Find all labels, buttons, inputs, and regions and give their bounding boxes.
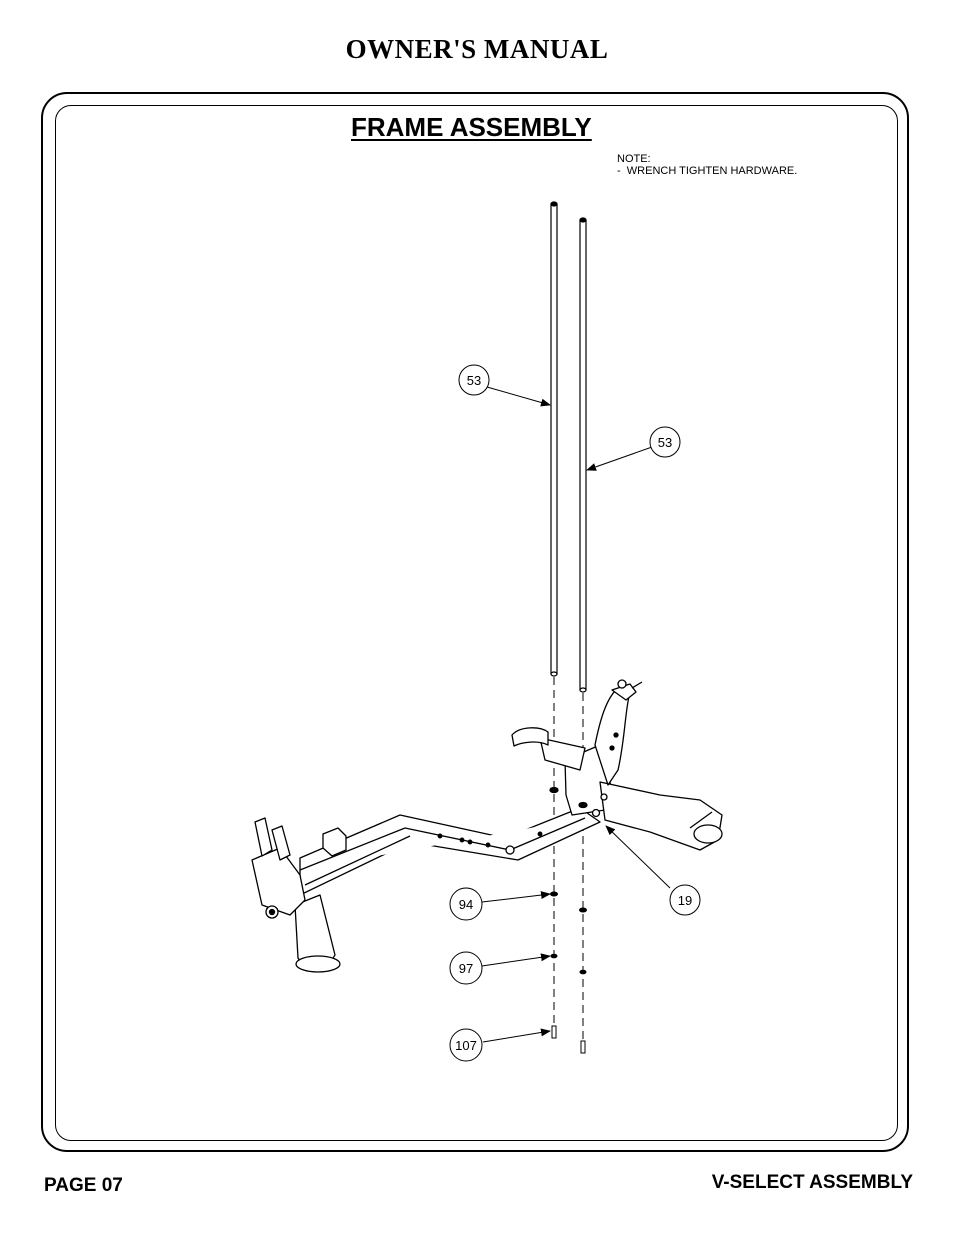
callout-53-lower: 53 [649,426,681,458]
bolt-107-left [551,1025,557,1039]
assembly-note: NOTE: - WRENCH TIGHTEN HARDWARE. [617,153,797,177]
outer-frame-border [41,92,909,1152]
svg-text:94: 94 [459,897,473,912]
callout-97: 97 [449,951,483,985]
svg-text:97: 97 [459,961,473,976]
document-name: V-SELECT ASSEMBLY [711,1172,913,1193]
callout-94: 94 [449,887,483,921]
page-number: PAGE 07 [44,1175,123,1196]
bolt-107-right [580,1040,586,1054]
washer-94-right [579,907,587,913]
manual-title: OWNER'S MANUAL [345,34,609,64]
svg-text:107: 107 [455,1038,477,1053]
upright-rod-left [550,201,558,677]
svg-text:19: 19 [678,893,692,908]
callout-leaders [481,386,671,1043]
hardware-parts [550,891,587,1054]
base-frame [251,679,723,973]
assembly-centerlines [553,677,584,1045]
callout-107: 107 [449,1028,483,1062]
lock-washer-97-left [550,953,558,959]
svg-text:53: 53 [467,373,481,388]
lock-washer-97-right [579,969,587,975]
note-heading: NOTE: [617,153,651,165]
upright-rod-right [579,217,587,693]
note-line: - WRENCH TIGHTEN HARDWARE. [617,165,798,177]
washer-94-left [550,891,558,897]
section-title: FRAME ASSEMBLY [351,112,592,142]
callout-53-upper: 53 [458,364,490,396]
inner-frame-border [55,105,898,1141]
svg-text:53: 53 [658,435,672,450]
callout-19: 19 [669,884,701,916]
